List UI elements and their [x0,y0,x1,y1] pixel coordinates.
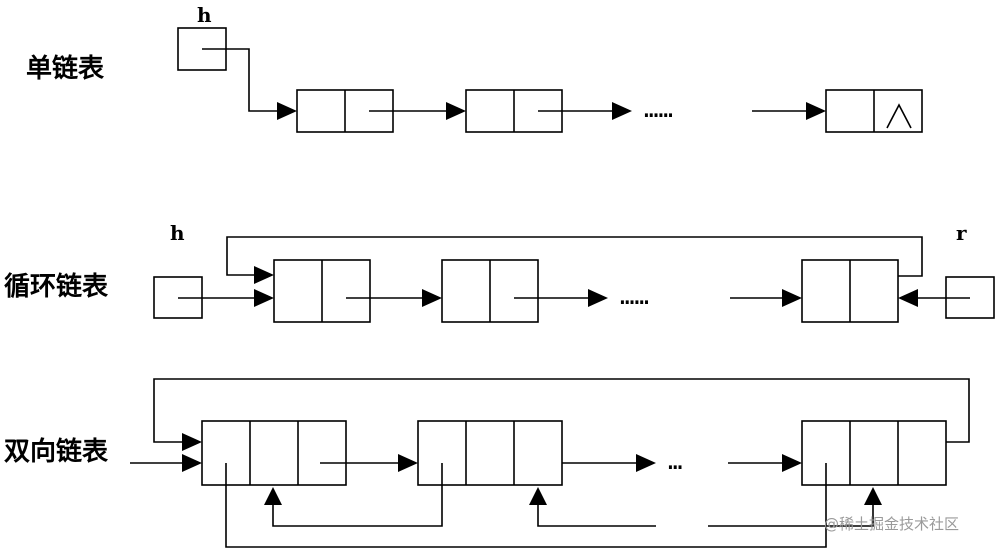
head-pointer-label: h [170,221,185,245]
arrow-head [864,487,882,505]
doubly-linked-list-label: 双向链表 [4,436,109,466]
prior-link-first-to-last [225,463,827,548]
head-link [202,48,280,112]
arrow-head [782,454,802,472]
null-pointer-symbol [886,103,912,129]
node-2 [441,259,539,323]
circular-linked-list-label: 循环链表 [4,271,109,301]
node-1 [201,420,347,486]
prior-link [537,503,656,527]
node-1 [273,259,371,323]
ellipsis: … [668,447,682,475]
prior-link [708,503,874,527]
arrow-head [588,289,608,307]
prior-link [272,463,443,527]
arrow-head [254,289,274,307]
last-node [801,259,899,323]
arrow-head [182,433,202,451]
head-pointer-label: h [197,3,212,27]
arrow-head [254,266,274,284]
arrow-head [782,289,802,307]
circular-link [153,378,970,443]
arrow-head [182,454,202,472]
arrow-head [612,102,632,120]
last-node [825,89,923,133]
arrow-head [898,289,918,307]
ellipsis: …… [644,95,673,123]
rear-pointer-label: r [956,221,967,245]
doubly-linked-list: 双向链表 … [4,378,970,548]
arrow-head [264,487,282,505]
circular-link [226,236,923,277]
arrow-head [636,454,656,472]
ellipsis: …… [620,282,649,310]
singly-linked-list-label: 单链表 [26,53,105,83]
arrow-head [806,102,826,120]
arrow-head [422,289,442,307]
node-2 [417,420,563,486]
singly-linked-list: 单链表 h …… [26,3,923,133]
arrow-head [529,487,547,505]
circular-linked-list: 循环链表 h r …… [4,221,995,323]
watermark: @稀土掘金技术社区 [824,515,959,533]
last-node [801,420,947,486]
arrow-head [446,102,466,120]
arrow-head [277,102,297,120]
arrow-head [398,454,418,472]
